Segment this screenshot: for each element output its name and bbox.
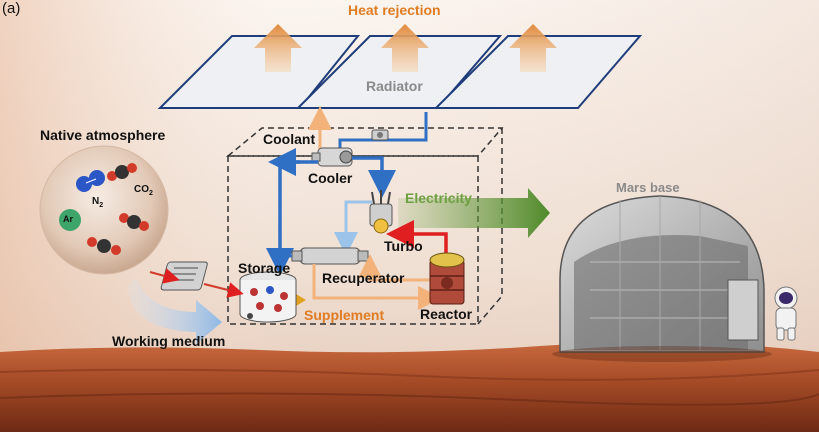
mars-ground xyxy=(0,342,819,432)
recuperator-cold-line xyxy=(334,200,372,256)
dome-icon xyxy=(552,195,772,362)
system-boundary xyxy=(225,127,504,325)
supplement-line xyxy=(312,264,442,310)
recuperator-component xyxy=(291,247,369,265)
storage-component xyxy=(239,271,297,323)
ar-label: Ar xyxy=(63,214,74,224)
native-atmosphere-label: Native atmosphere xyxy=(40,127,166,143)
supplement-label: Supplement xyxy=(304,307,385,323)
cooler-label: Cooler xyxy=(308,170,353,186)
turbo-label: Turbo xyxy=(384,238,423,254)
radiator-label: Radiator xyxy=(366,78,423,94)
working-medium-label: Working medium xyxy=(112,333,226,349)
reactor-label: Reactor xyxy=(420,306,473,322)
n2-label: N2 xyxy=(92,196,104,209)
native-atmosphere-bubble xyxy=(39,145,169,275)
electricity-arrow xyxy=(398,188,550,238)
mars-base-label: Mars base xyxy=(616,180,680,195)
astronaut-icon xyxy=(774,286,798,341)
heat-arrow-icon xyxy=(254,24,557,72)
cooler-to-turbo-line xyxy=(352,156,396,198)
electricity-label: Electricity xyxy=(405,190,472,206)
recuperator-label: Recuperator xyxy=(322,270,405,286)
panel-label: (a) xyxy=(2,0,21,17)
reactor-to-recuperator-line xyxy=(358,254,432,282)
reactor-icon xyxy=(429,252,465,305)
working-medium-arrow xyxy=(128,278,222,344)
compressor-icon xyxy=(371,129,389,141)
co2-label: CO2 xyxy=(134,184,153,197)
storage-label: Storage xyxy=(238,260,291,276)
coolant-label: Coolant xyxy=(263,131,316,147)
reactor-to-turbo-line xyxy=(386,220,448,256)
heat-rejection-label: Heat rejection xyxy=(348,2,441,18)
